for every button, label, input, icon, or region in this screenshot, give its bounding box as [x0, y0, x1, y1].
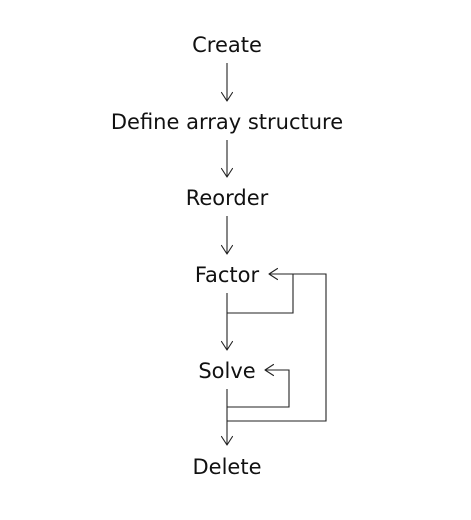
arrow-define-to-reorder	[220, 140, 234, 178]
loop-back-to-solve	[227, 363, 290, 408]
loop-back-to-factor-outer	[227, 273, 327, 422]
loop-back-to-factor-inner	[227, 267, 294, 314]
step-reorder: Reorder	[186, 186, 269, 210]
arrow-solve-to-delete	[220, 389, 234, 446]
step-create: Create	[192, 33, 262, 57]
arrow-factor-to-solve	[220, 293, 234, 351]
step-define-array-structure: Define array structure	[111, 110, 343, 134]
arrow-reorder-to-factor	[220, 216, 234, 255]
step-delete: Delete	[193, 455, 262, 479]
arrow-create-to-define	[220, 63, 234, 102]
step-factor: Factor	[195, 263, 260, 287]
step-solve: Solve	[198, 359, 255, 383]
